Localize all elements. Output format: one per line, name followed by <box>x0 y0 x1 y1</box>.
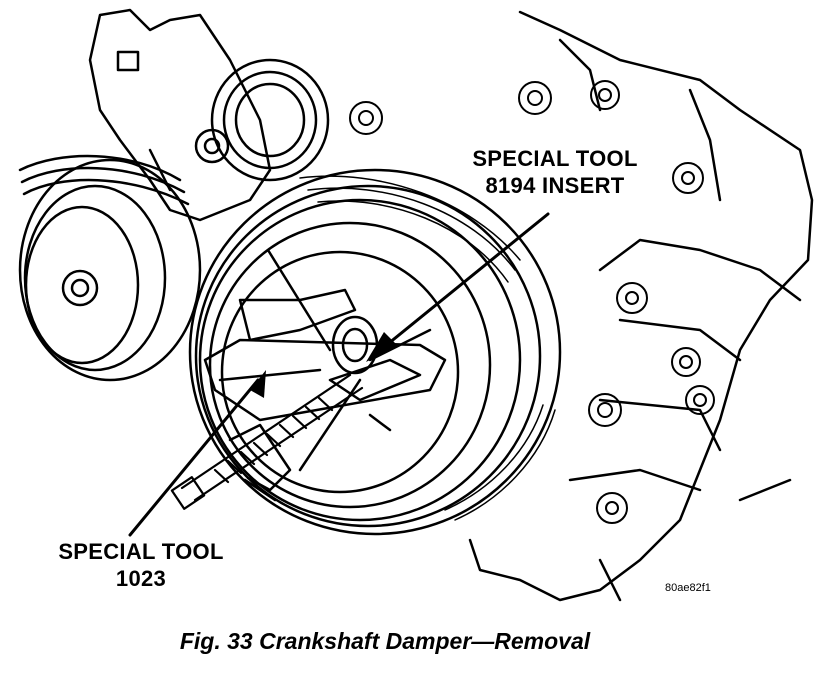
forcing-screw <box>170 373 364 510</box>
bolt-upper-right <box>590 80 620 110</box>
callout-special-tool-8194: SPECIAL TOOL 8194 INSERT <box>440 145 670 199</box>
callout-special-tool-1023: SPECIAL TOOL 1023 <box>26 538 256 592</box>
bolt-right-3 <box>671 347 701 377</box>
engine-block <box>468 10 814 602</box>
callout-line: SPECIAL TOOL <box>58 539 224 564</box>
bolt-right-2 <box>616 282 648 314</box>
accessory-pulley <box>18 154 202 382</box>
leader-line-1023 <box>128 378 260 537</box>
bolt-top-left <box>518 81 552 115</box>
figure-code: 80ae82f1 <box>665 582 711 594</box>
callout-line: 1023 <box>115 566 167 591</box>
bolt-top-mid <box>349 101 383 135</box>
bolt-right-5 <box>685 385 715 415</box>
figure-caption: Fig. 33 Crankshaft Damper—Removal <box>179 628 591 654</box>
arrowhead-8194 <box>366 332 398 362</box>
leader-lines <box>128 212 550 537</box>
engine-bolts <box>349 80 715 524</box>
leader-line-8194 <box>376 212 550 354</box>
arrowhead-1023 <box>250 370 266 398</box>
bolt-right-1 <box>672 162 704 194</box>
callout-line: 8194 INSERT <box>485 173 625 198</box>
bolt-right-6 <box>596 492 628 524</box>
callout-line: SPECIAL TOOL <box>472 146 638 171</box>
leader-arrowheads <box>250 332 398 398</box>
bolt-right-4 <box>588 393 622 427</box>
idler-pulley <box>194 58 330 182</box>
